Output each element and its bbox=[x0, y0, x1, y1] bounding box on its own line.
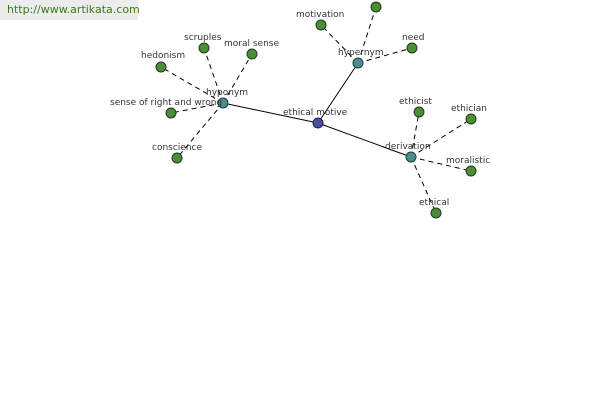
edge-root-hyponym bbox=[222, 102, 319, 124]
node-moralistic[interactable] bbox=[465, 165, 477, 177]
node-need[interactable] bbox=[406, 42, 418, 54]
node-hypernym[interactable] bbox=[352, 57, 364, 69]
label-moralistic: moralistic bbox=[446, 156, 490, 166]
label-moral-sense: moral sense bbox=[224, 39, 279, 49]
site-url-link[interactable]: http://www.artikata.com bbox=[0, 0, 140, 20]
node-scruples[interactable] bbox=[198, 42, 210, 54]
node-motivation[interactable] bbox=[315, 19, 327, 31]
edge-hypernym-top bbox=[357, 6, 377, 64]
node-ethical-motive[interactable] bbox=[312, 117, 324, 129]
label-derivation: derivation bbox=[385, 142, 431, 152]
edge-derivation-ethical bbox=[410, 156, 437, 214]
label-hedonism: hedonism bbox=[141, 51, 185, 61]
edge-hyponym-conscience bbox=[176, 102, 224, 159]
label-hypernym: hypernym bbox=[338, 48, 384, 58]
label-conscience: conscience bbox=[152, 143, 202, 153]
label-scruples: scruples bbox=[184, 33, 222, 43]
edge-derivation-moralistic bbox=[410, 156, 472, 172]
node-derivation[interactable] bbox=[405, 151, 417, 163]
edge-hyponym-scruples bbox=[203, 47, 224, 104]
label-need: need bbox=[402, 33, 425, 43]
node-conscience[interactable] bbox=[171, 152, 183, 164]
node-top-unlabeled[interactable] bbox=[370, 1, 382, 13]
node-sense-of-right-and-wrong[interactable] bbox=[165, 107, 177, 119]
edge-hyponym-hedonism bbox=[160, 66, 224, 104]
node-ethician[interactable] bbox=[465, 113, 477, 125]
label-hyponym: hyponym bbox=[206, 88, 248, 98]
edge-hyponym-moral-sense bbox=[222, 53, 253, 104]
label-motivation: motivation bbox=[296, 10, 344, 20]
edge-derivation-ethicist bbox=[410, 111, 420, 158]
node-ethical[interactable] bbox=[430, 207, 442, 219]
node-hedonism[interactable] bbox=[155, 61, 167, 73]
edge-hypernym-need bbox=[357, 47, 413, 64]
label-ethical: ethical bbox=[419, 198, 449, 208]
label-ethician: ethician bbox=[451, 104, 487, 114]
edge-root-derivation bbox=[317, 122, 412, 158]
node-ethicist[interactable] bbox=[413, 106, 425, 118]
node-hyponym[interactable] bbox=[217, 97, 229, 109]
node-moral-sense[interactable] bbox=[246, 48, 258, 60]
edge-root-hypernym bbox=[317, 62, 359, 124]
label-sense-of-right-and-wrong: sense of right and wrong bbox=[110, 98, 222, 108]
label-ethical-motive: ethical motive bbox=[283, 108, 348, 118]
label-ethicist: ethicist bbox=[399, 97, 432, 107]
edge-derivation-ethician bbox=[410, 118, 472, 158]
